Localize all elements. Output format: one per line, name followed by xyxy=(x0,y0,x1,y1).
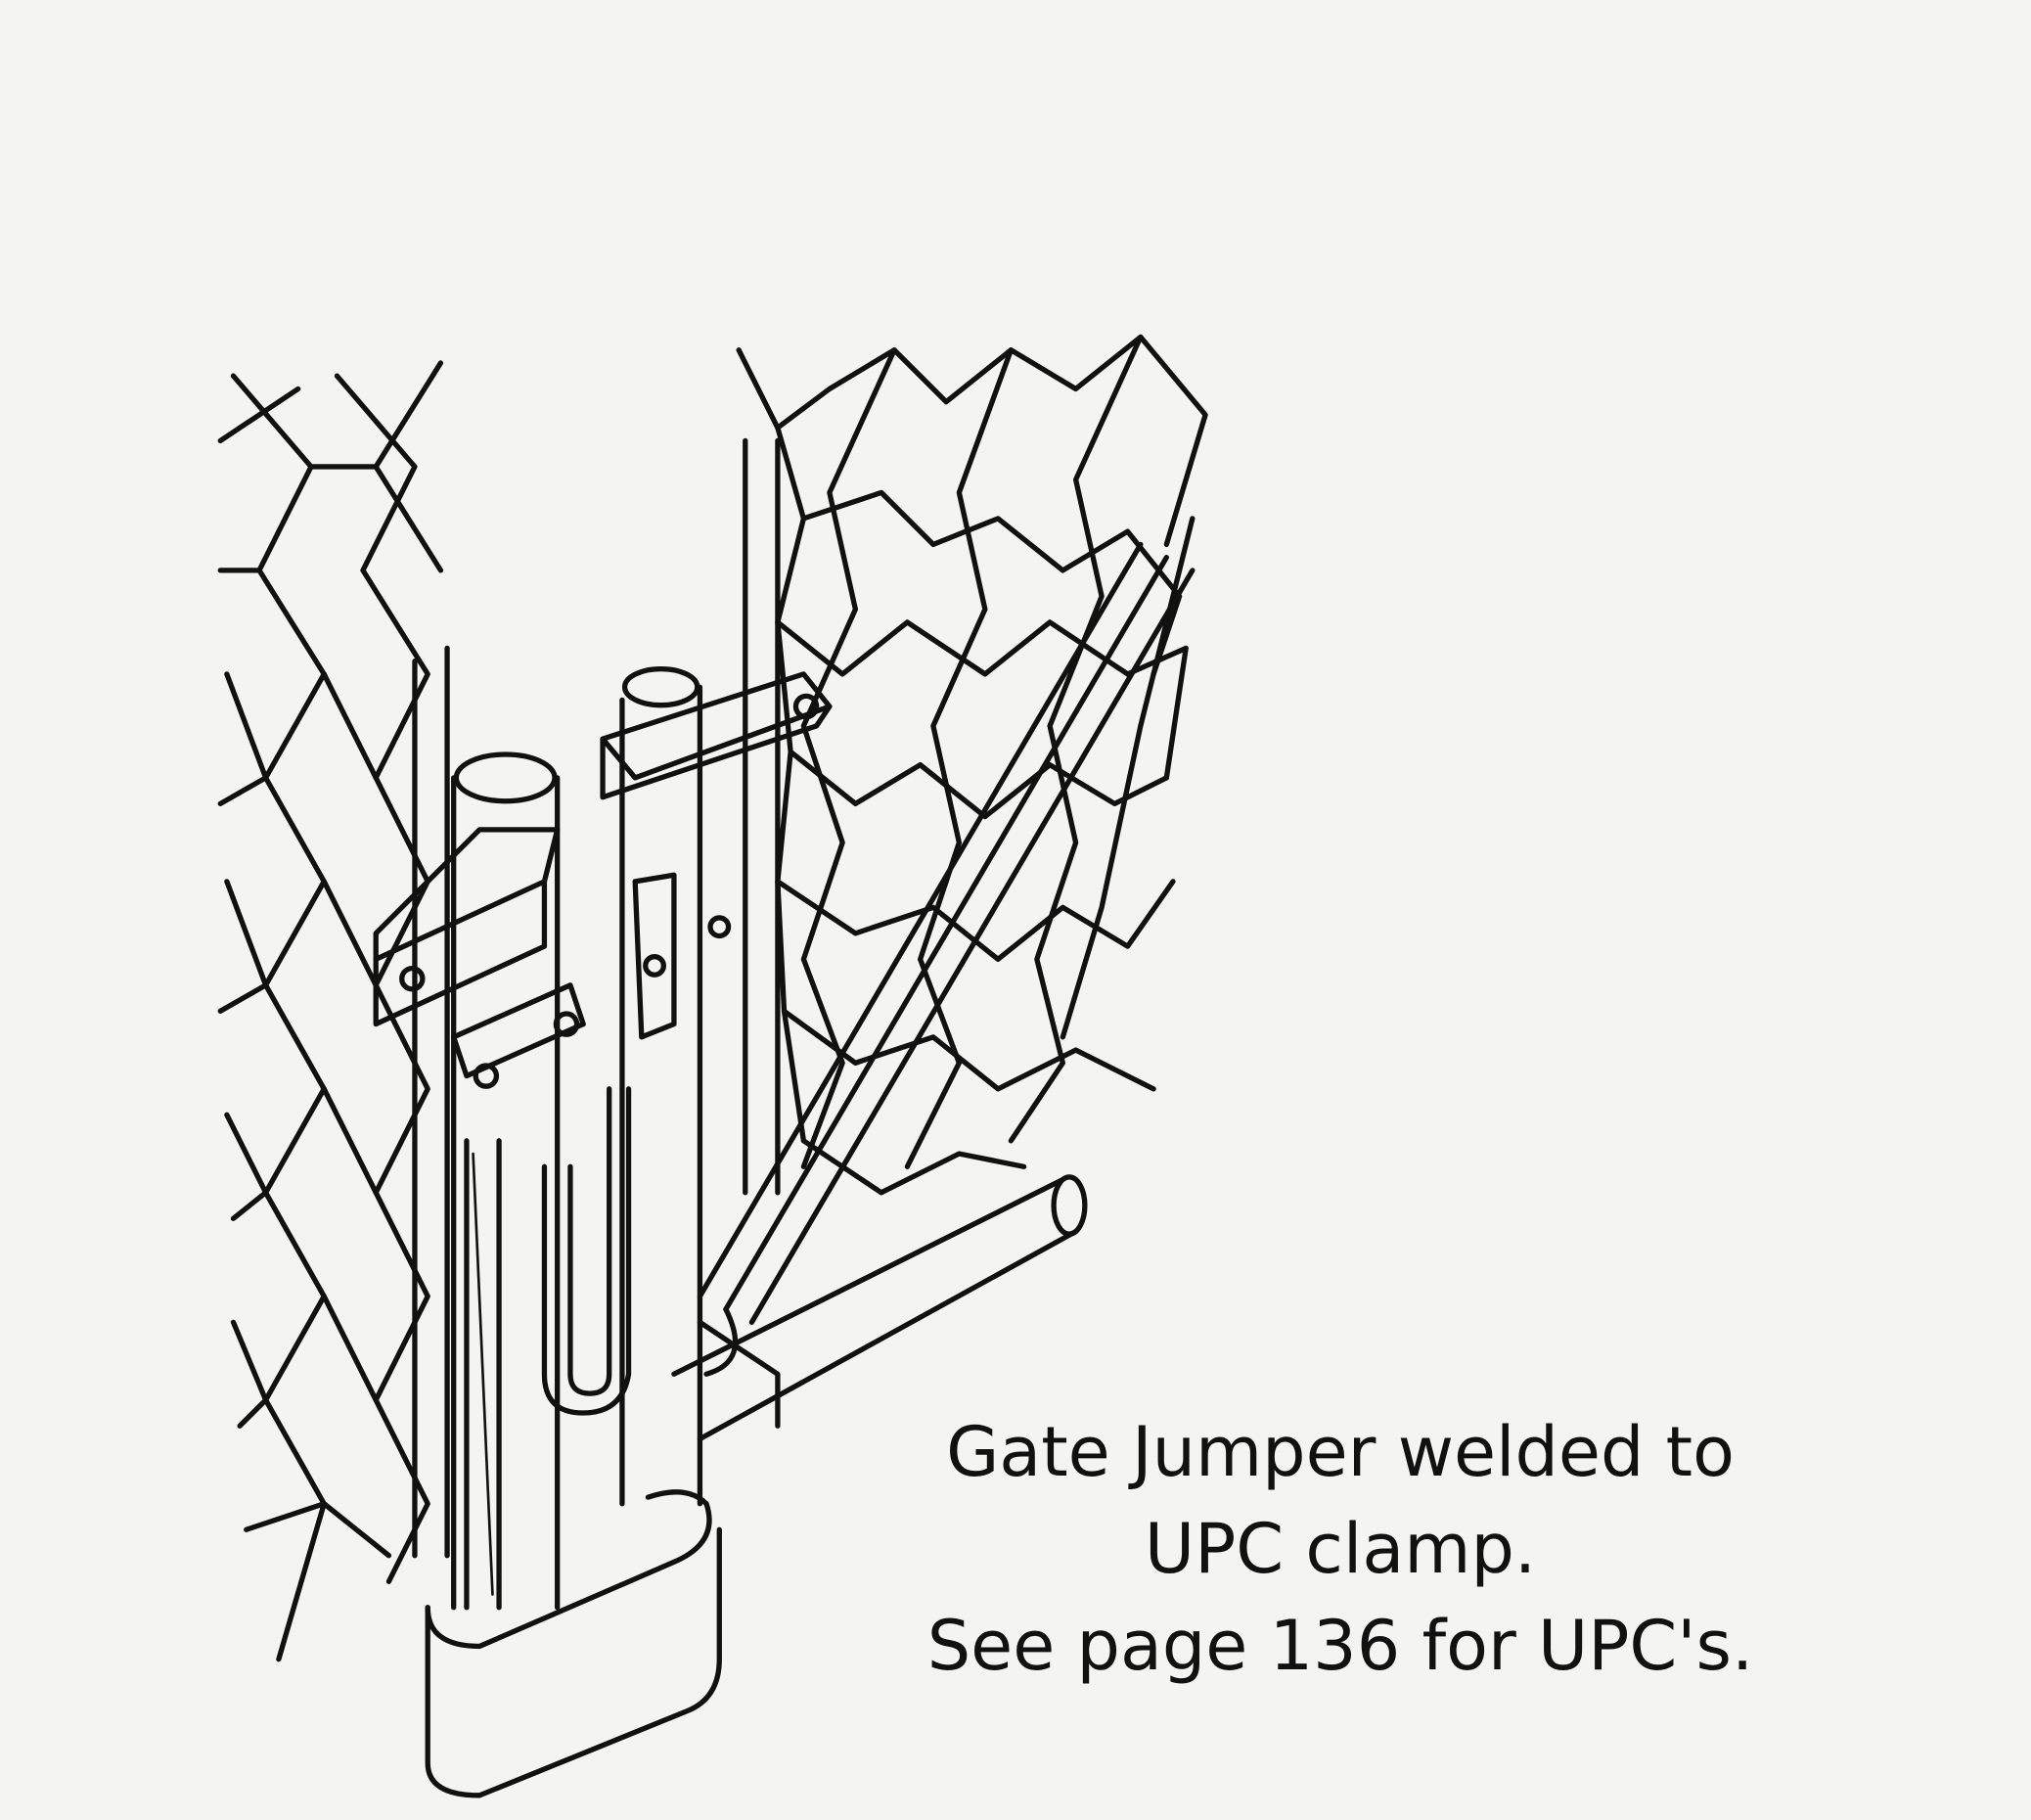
jumper-cable xyxy=(451,872,732,1611)
right-post xyxy=(600,437,833,1507)
post-base xyxy=(425,1489,722,1798)
gate-brace xyxy=(697,541,1196,1325)
caption-line-2: UPC clamp. xyxy=(1144,1509,1537,1589)
upc-clamp xyxy=(671,1174,1088,1442)
right-chain-link-fence xyxy=(736,334,1208,1196)
caption: Gate Jumper welded to UPC clamp. See pag… xyxy=(861,1404,1820,1695)
left-chain-link-fence xyxy=(217,360,444,1662)
caption-line-1: Gate Jumper welded to xyxy=(946,1412,1735,1492)
left-post xyxy=(373,645,561,1611)
caption-line-3: See page 136 for UPC's. xyxy=(926,1606,1754,1686)
